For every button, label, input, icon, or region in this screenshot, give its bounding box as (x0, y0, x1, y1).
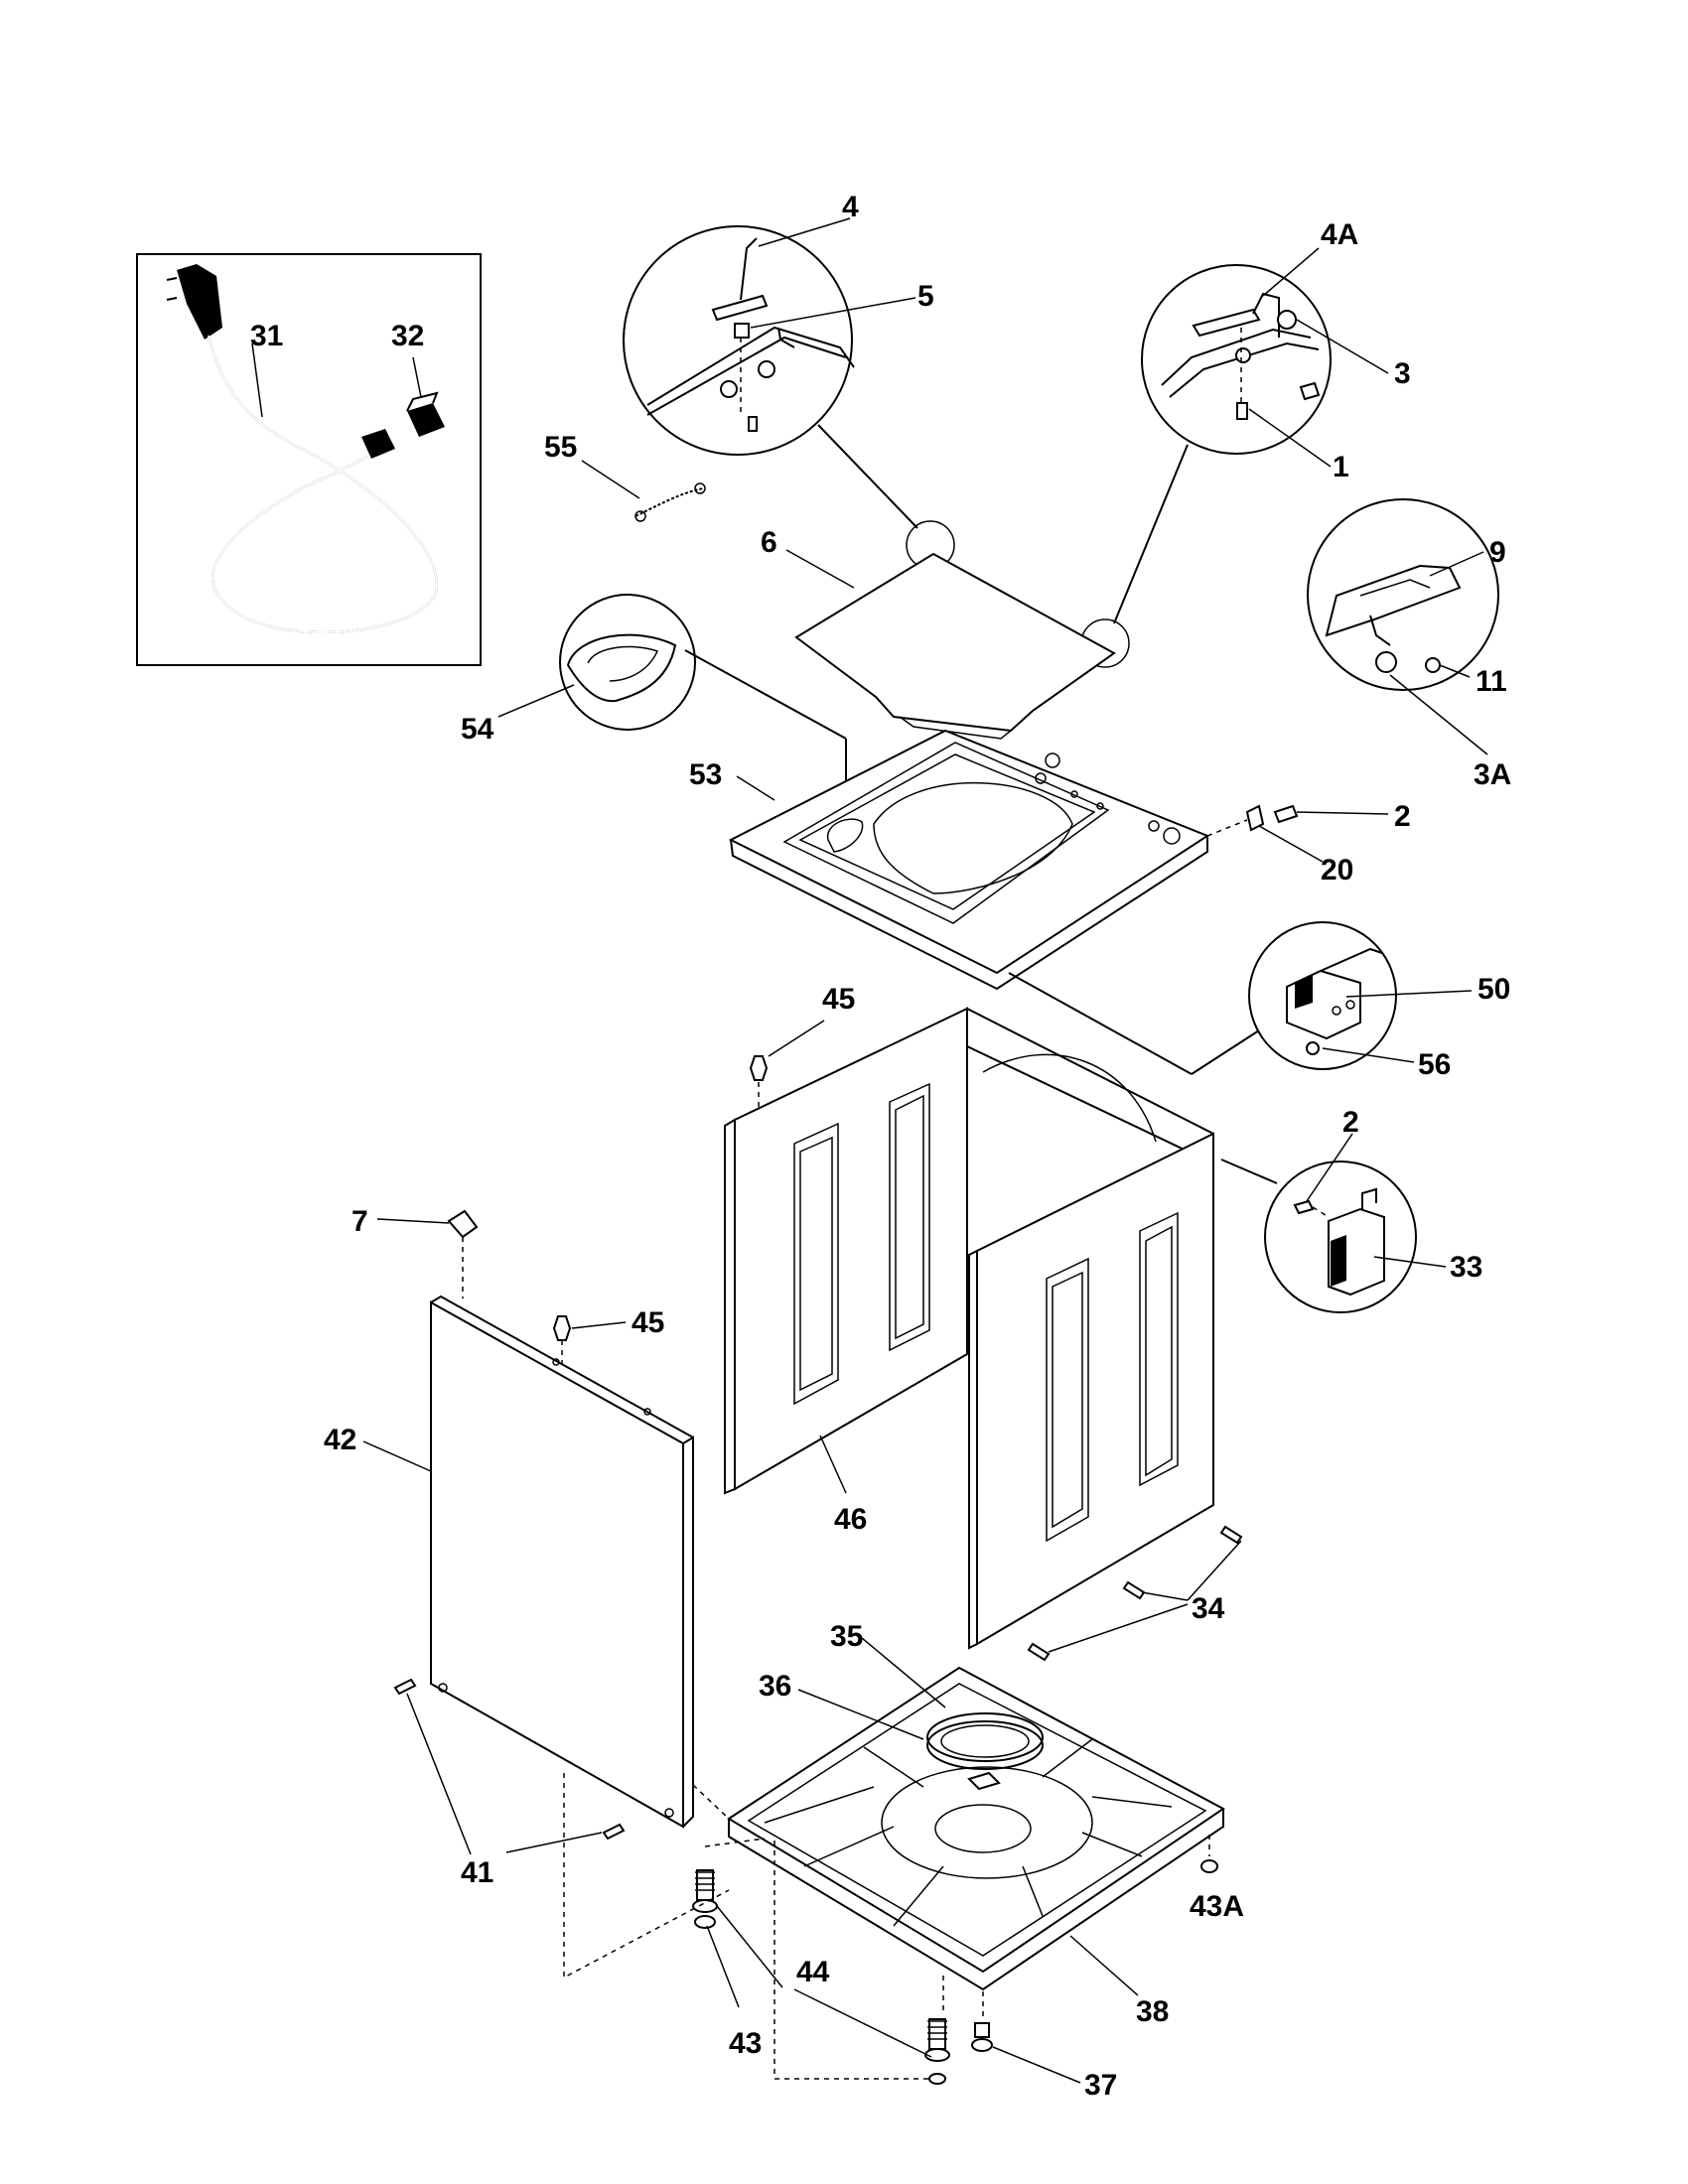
label-part-54: 54 (461, 713, 494, 746)
label-part-45-front: 45 (632, 1306, 664, 1339)
label-part-11: 11 (1476, 665, 1507, 698)
label-part-2-valve: 2 (1342, 1106, 1359, 1139)
lid-panel (794, 552, 1116, 740)
label-part-3A: 3A (1474, 758, 1511, 791)
clip-icon (447, 1209, 479, 1298)
label-part-42: 42 (324, 1424, 356, 1456)
label-part-41: 41 (461, 1856, 493, 1889)
label-part-31: 31 (250, 320, 283, 352)
label-part-4A: 4A (1321, 218, 1358, 251)
label-part-46: 46 (834, 1503, 867, 1536)
label-part-44: 44 (796, 1956, 830, 1988)
label-part-9: 9 (1489, 536, 1506, 569)
screw-icon (1027, 1525, 1243, 1662)
label-part-20: 20 (1321, 854, 1353, 887)
pin-icon (552, 1315, 572, 1370)
power-cord-inset (136, 253, 482, 666)
label-part-6: 6 (761, 526, 777, 559)
nut-icon (1200, 1835, 1218, 1873)
plug-icon (166, 264, 222, 340)
label-part-1: 1 (1333, 451, 1349, 483)
label-part-3: 3 (1394, 357, 1411, 390)
spring-icon (634, 482, 706, 522)
detail-circle-lid-switch-assembly (1248, 921, 1397, 1070)
label-part-43: 43 (729, 2027, 762, 2060)
front-panel (430, 1295, 694, 1829)
label-part-34: 34 (1192, 1592, 1225, 1625)
detail-circle-lid-switch (1307, 498, 1499, 691)
label-part-36: 36 (759, 1670, 791, 1703)
snubber-ring (926, 1712, 1044, 1791)
label-part-7: 7 (352, 1205, 368, 1238)
label-part-43A: 43A (1190, 1890, 1244, 1923)
leveling-foot-icon (692, 1869, 718, 1929)
cabinet-side-panel-left (724, 1007, 968, 1495)
part-labels: 4 4A 31 32 5 3 55 1 6 9 11 54 3A 53 2 20… (250, 191, 1511, 2102)
label-part-53: 53 (689, 758, 722, 791)
label-part-38: 38 (1136, 1995, 1169, 2028)
label-part-35: 35 (830, 1620, 863, 1653)
cabinet-side-panel-right (968, 1132, 1214, 1650)
label-part-2-top: 2 (1394, 800, 1411, 833)
leveling-foot-icon (924, 2018, 950, 2085)
label-part-5: 5 (917, 280, 934, 313)
label-part-56: 56 (1418, 1048, 1451, 1081)
detail-circle-bleach-cup (559, 594, 847, 834)
detail-circle-water-valve (1264, 1160, 1417, 1313)
leader-lines (362, 217, 1488, 2084)
hinge-bracket (1206, 804, 1299, 837)
leveling-foot-icon (971, 2022, 993, 2052)
label-part-33: 33 (1450, 1251, 1482, 1284)
detail-circle-lid-hinge (623, 225, 855, 456)
label-part-55: 55 (544, 431, 577, 464)
detail-circle-lid-hinge-right (1141, 264, 1332, 455)
label-part-4: 4 (842, 191, 859, 223)
top-cover (728, 729, 1210, 991)
connector-icon (406, 391, 445, 437)
label-part-50: 50 (1477, 973, 1510, 1006)
pin-icon (749, 1055, 769, 1112)
screw-icon (393, 1678, 626, 1841)
label-part-45-top: 45 (822, 983, 855, 1016)
label-part-32: 32 (391, 320, 424, 352)
label-part-37: 37 (1084, 2069, 1117, 2102)
base-frame (727, 1666, 1225, 1991)
